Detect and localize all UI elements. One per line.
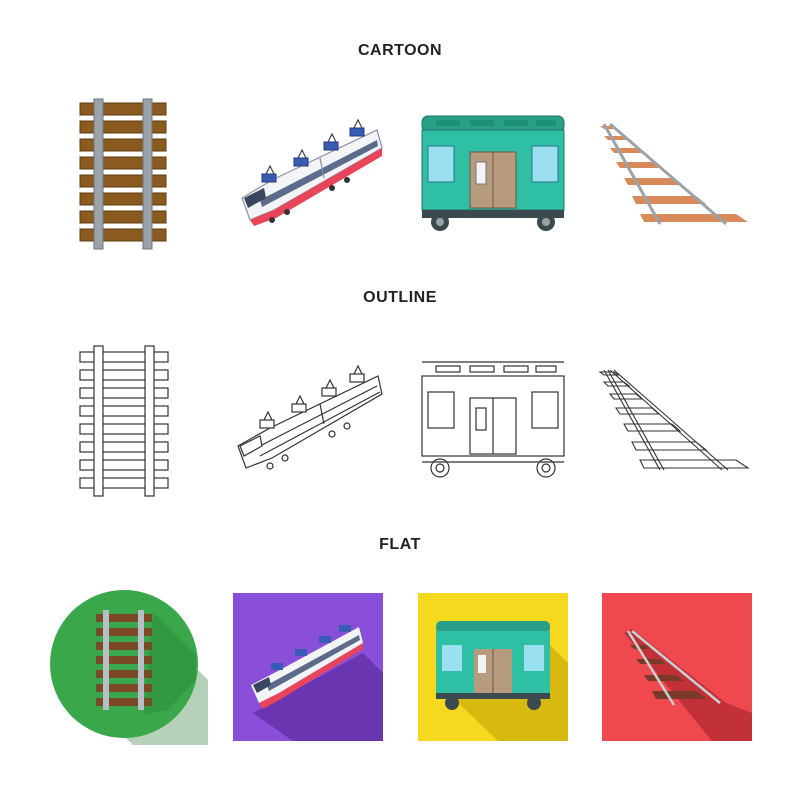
section-title-flat: FLAT (379, 536, 421, 553)
outline-high-speed-train-icon (230, 362, 385, 477)
flat-subway-car-icon (418, 593, 568, 741)
flat-railroad-perspective-icon (602, 593, 752, 741)
cartoon-railroad-perspective-icon (596, 122, 756, 227)
flat-railway-track-icon (48, 590, 208, 745)
cartoon-railway-track-icon (70, 95, 180, 255)
cartoon-subway-car-icon (418, 112, 568, 237)
flat-high-speed-train-icon (233, 593, 383, 741)
section-title-outline: OUTLINE (363, 289, 437, 306)
outline-subway-car-icon (418, 358, 568, 483)
cartoon-high-speed-train-icon (232, 118, 387, 233)
outline-railway-track-icon (72, 342, 182, 502)
outline-railroad-perspective-icon (596, 368, 756, 473)
section-title-cartoon: CARTOON (357, 42, 443, 59)
